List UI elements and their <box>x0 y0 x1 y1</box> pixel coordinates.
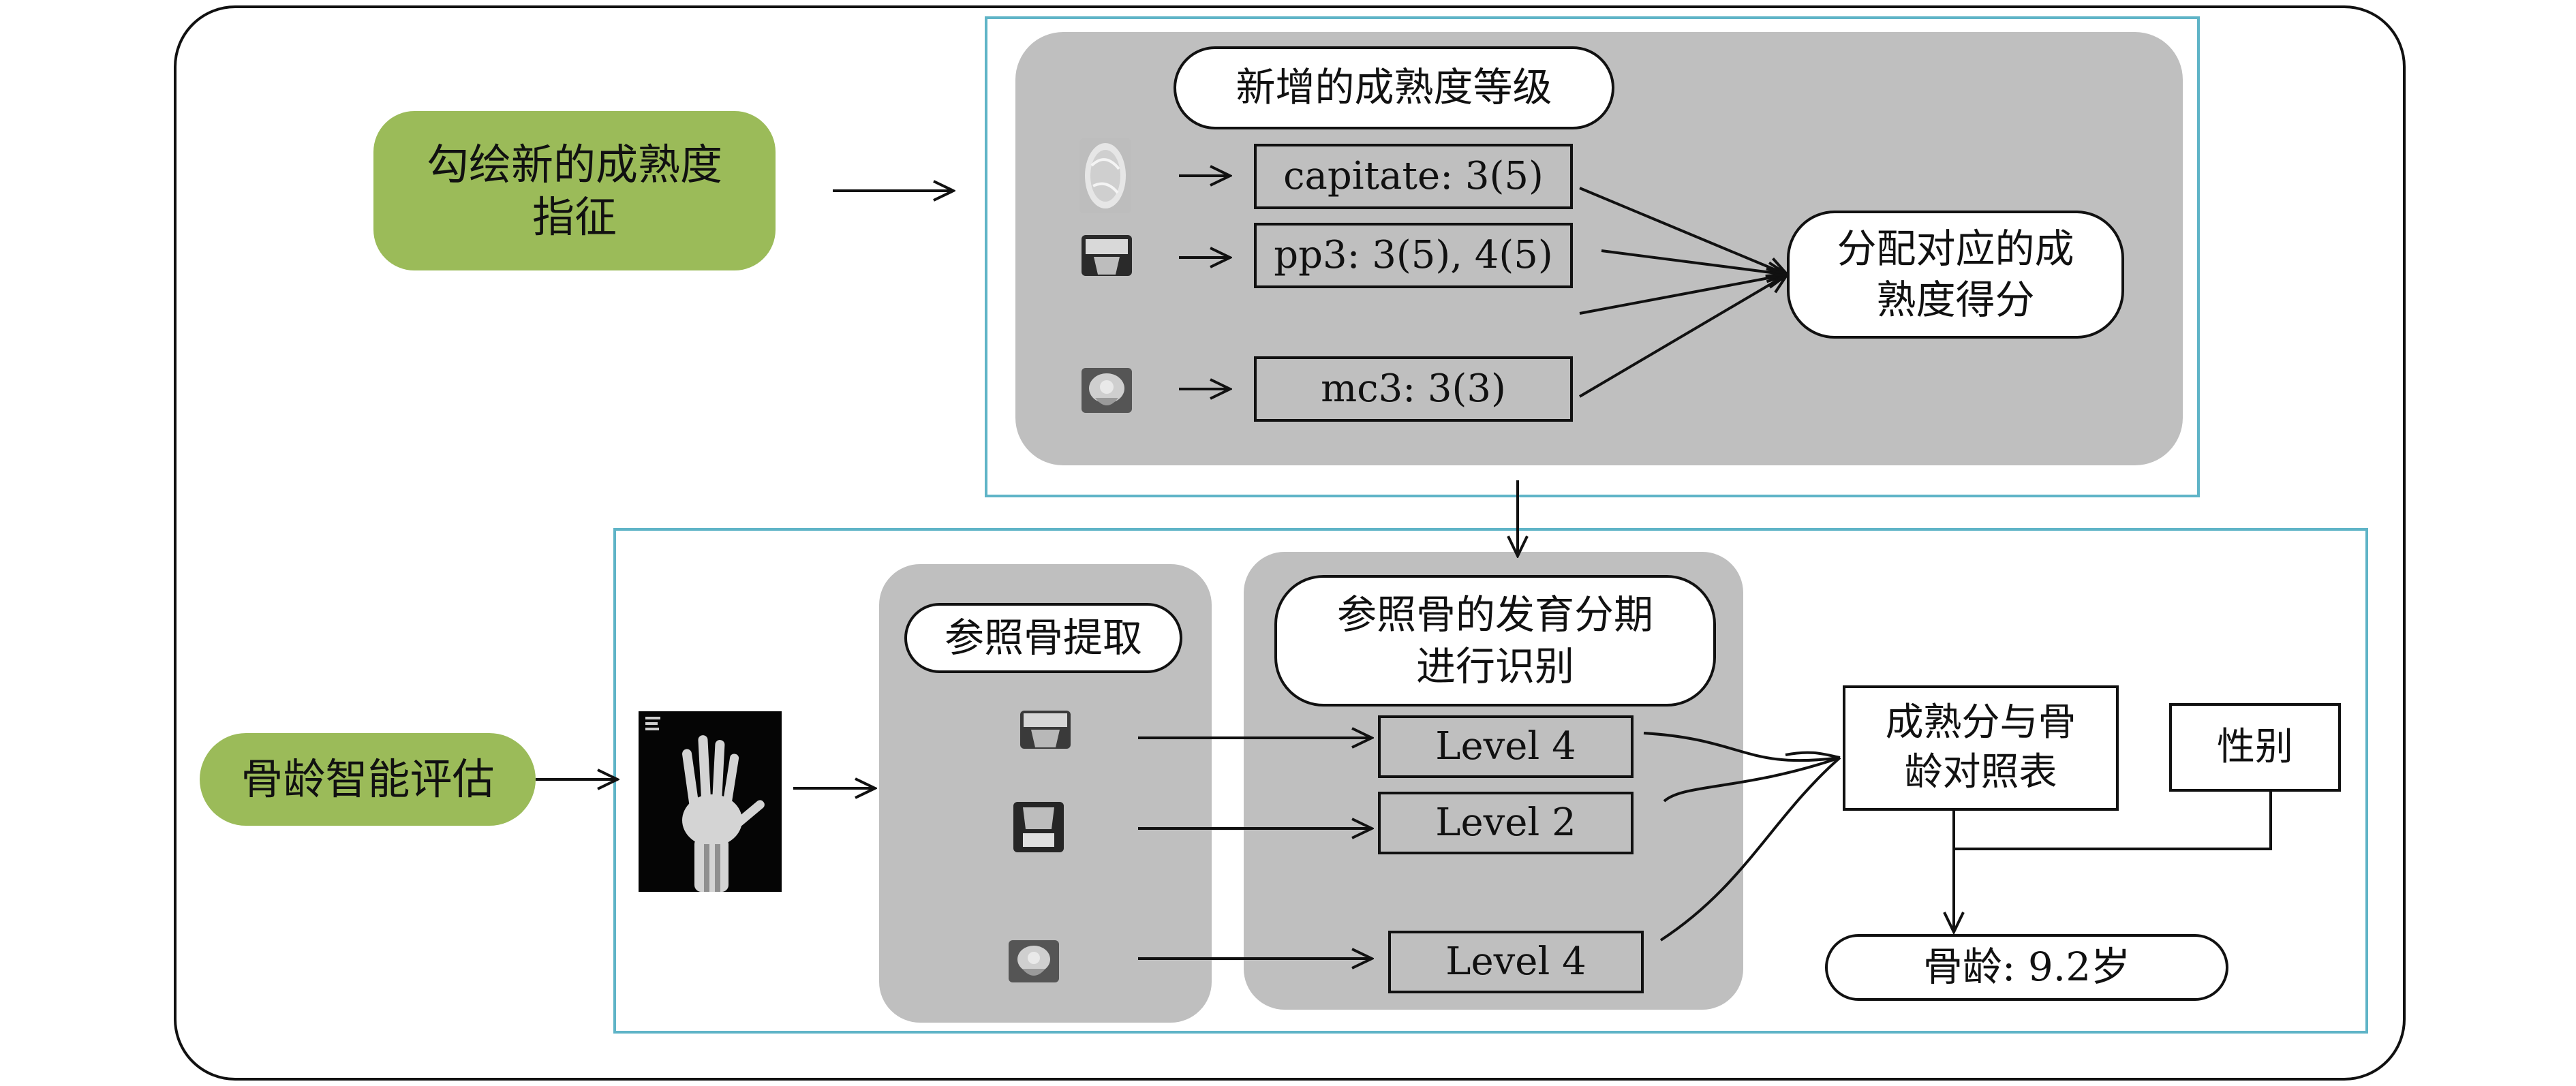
arrow-pp3-assign-2 <box>1579 275 1787 315</box>
hand-xray-image <box>639 711 782 892</box>
arrow-capitate-assign <box>1579 187 1787 275</box>
grade-box-pp3: pp3: 3(5), 4(5) <box>1254 223 1573 288</box>
bone-thumb-2 <box>1013 802 1064 852</box>
capitate-xray-icon <box>1079 138 1131 213</box>
arrow-mc3-assign <box>1578 275 1787 398</box>
level-box-1: Level 4 <box>1378 715 1634 778</box>
sex-box: 性别 <box>2169 703 2341 792</box>
outer-frame <box>174 5 2406 1081</box>
level-box-2: Level 2 <box>1378 792 1634 854</box>
pp3-xray-icon <box>1082 235 1132 276</box>
top-panel-frame <box>985 16 2200 497</box>
bone-thumb-3 <box>1009 940 1059 982</box>
level-box-3: Level 4 <box>1388 931 1644 993</box>
arrow-pp3-assign-1 <box>1601 249 1787 275</box>
bone-age-assessment-node: 骨龄智能评估 <box>200 733 536 826</box>
curve-level3-table <box>1659 756 1841 942</box>
extract-reference-bones-pill: 参照骨提取 <box>904 603 1182 673</box>
bone-thumb-1 <box>1020 711 1071 749</box>
new-indicator-node: 勾绘新的成熟度 指征 <box>373 111 776 270</box>
line-sex-to-result <box>1954 792 2272 850</box>
score-age-table-box: 成熟分与骨 龄对照表 <box>1843 685 2119 811</box>
curve-merge <box>1785 751 1841 759</box>
stage-recognition-pill: 参照骨的发育分期 进行识别 <box>1274 575 1716 707</box>
assign-score-pill: 分配对应的成 熟度得分 <box>1787 211 2124 339</box>
grade-box-capitate: capitate: 3(5) <box>1254 144 1573 209</box>
new-grades-pill: 新增的成熟度等级 <box>1174 46 1614 129</box>
curve-level1-table <box>1643 732 1841 762</box>
grade-box-mc3: mc3: 3(3) <box>1254 356 1573 422</box>
curve-level2-table <box>1663 756 1841 803</box>
mc3-xray-icon <box>1082 368 1132 413</box>
bone-age-result-pill: 骨龄: 9.2岁 <box>1825 934 2228 1001</box>
